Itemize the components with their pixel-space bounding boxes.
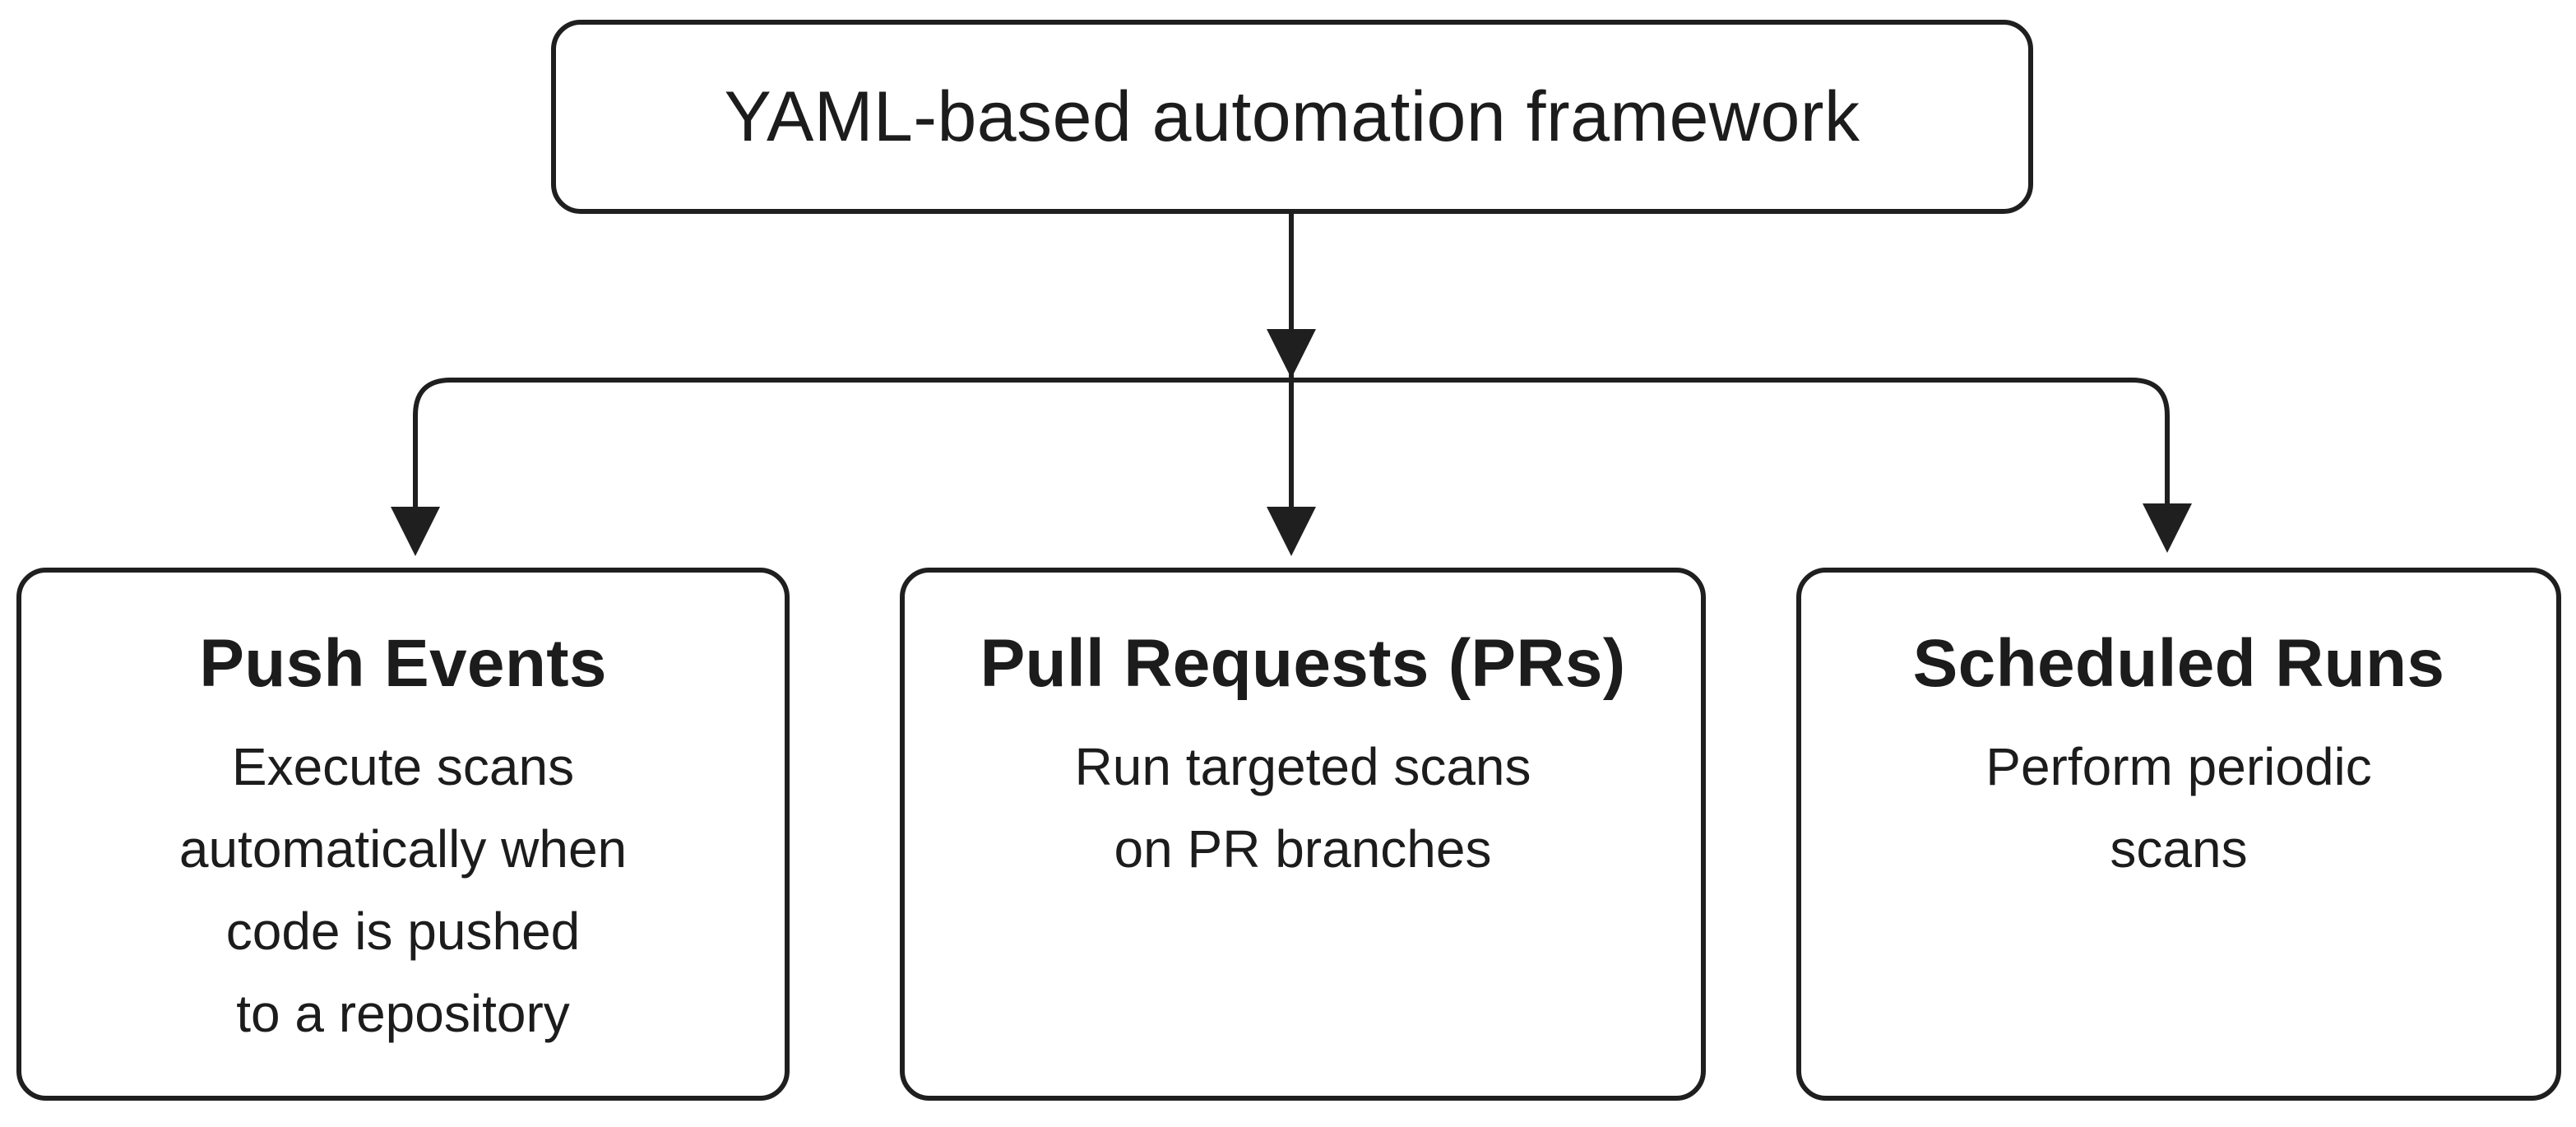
node-title: Pull Requests (PRs) — [980, 626, 1626, 701]
node-pull-requests: Pull Requests (PRs) Run targeted scans o… — [900, 568, 1706, 1101]
node-title: Push Events — [199, 626, 607, 701]
node-scheduled-runs: Scheduled Runs Perform periodic scans — [1796, 568, 2561, 1101]
root-node-label: YAML-based automation framework — [724, 77, 1860, 156]
node-description: Perform periodic scans — [1985, 737, 2372, 879]
node-title: Scheduled Runs — [1912, 626, 2445, 701]
node-description: Run targeted scans on PR branches — [1074, 737, 1531, 879]
root-node: YAML-based automation framework — [551, 20, 2033, 214]
node-description: Execute scans automatically when code is… — [178, 737, 628, 1043]
node-push-events: Push Events Execute scans automatically … — [16, 568, 790, 1101]
branch-bar — [413, 378, 2192, 553]
